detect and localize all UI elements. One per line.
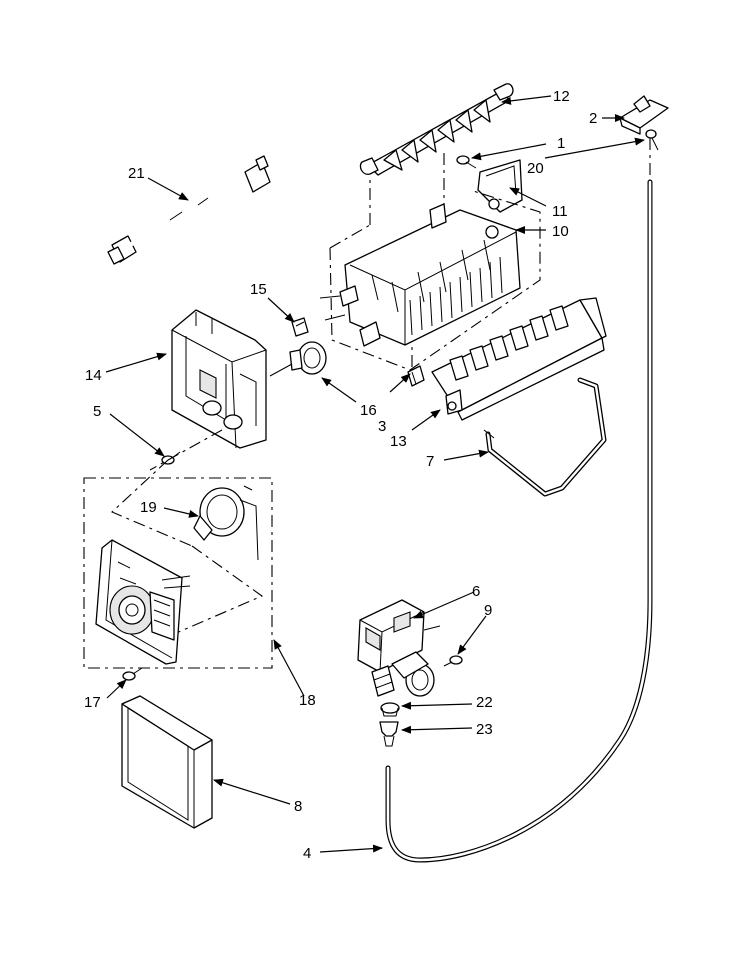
screw-part-1	[456, 155, 477, 169]
wire-clip-part	[291, 317, 309, 337]
callout-18: 18	[299, 692, 316, 709]
shutoff-arm-part	[483, 377, 607, 497]
callout-4: 4	[303, 845, 311, 862]
bracket-part	[619, 95, 669, 135]
ejector-part	[359, 83, 514, 176]
screw-part-17	[122, 667, 143, 681]
callout-19: 19	[140, 499, 157, 516]
callout-8: 8	[294, 798, 302, 815]
clip-part	[407, 365, 425, 387]
callout-16: 16	[360, 402, 377, 419]
front-cover-part	[121, 695, 213, 829]
tube-insert-part	[379, 721, 399, 747]
callout-2: 2	[589, 110, 597, 127]
callout-10: 10	[552, 223, 569, 240]
wire-harness-part	[107, 155, 271, 265]
callout-5: 5	[93, 403, 101, 420]
cover-part	[431, 297, 607, 421]
callout-7: 7	[426, 453, 434, 470]
callout-12: 12	[553, 88, 570, 105]
callout-labels: 12 2 1 20 11 10 21 15 14 16 3 13 5 7 19 …	[84, 88, 597, 862]
control-module-group	[83, 429, 273, 669]
callout-11: 11	[552, 203, 568, 220]
motor-part	[193, 485, 259, 561]
mold-bracket-part	[477, 159, 523, 213]
callout-14: 14	[85, 367, 102, 384]
callout-3: 3	[378, 418, 386, 435]
callout-22: 22	[476, 694, 493, 711]
ice-mold-part	[319, 203, 521, 347]
control-housing-part	[171, 309, 267, 449]
callout-20: 20	[527, 160, 544, 177]
callout-21: 21	[128, 165, 145, 182]
callout-15: 15	[250, 281, 267, 298]
callout-23: 23	[476, 721, 493, 738]
callout-17: 17	[84, 694, 101, 711]
screw-part-20	[645, 129, 659, 151]
leader-lines	[105, 95, 645, 853]
thermostat-part	[269, 341, 327, 377]
tube-fitting-part	[380, 702, 400, 717]
water-tube-part	[385, 138, 653, 863]
callout-1: 1	[557, 135, 565, 152]
callout-6: 6	[472, 583, 480, 600]
water-valve-part	[357, 599, 441, 697]
callout-9: 9	[484, 602, 492, 619]
callout-13: 13	[390, 433, 407, 450]
control-module-part	[95, 539, 191, 665]
screw-part-9	[443, 655, 463, 667]
